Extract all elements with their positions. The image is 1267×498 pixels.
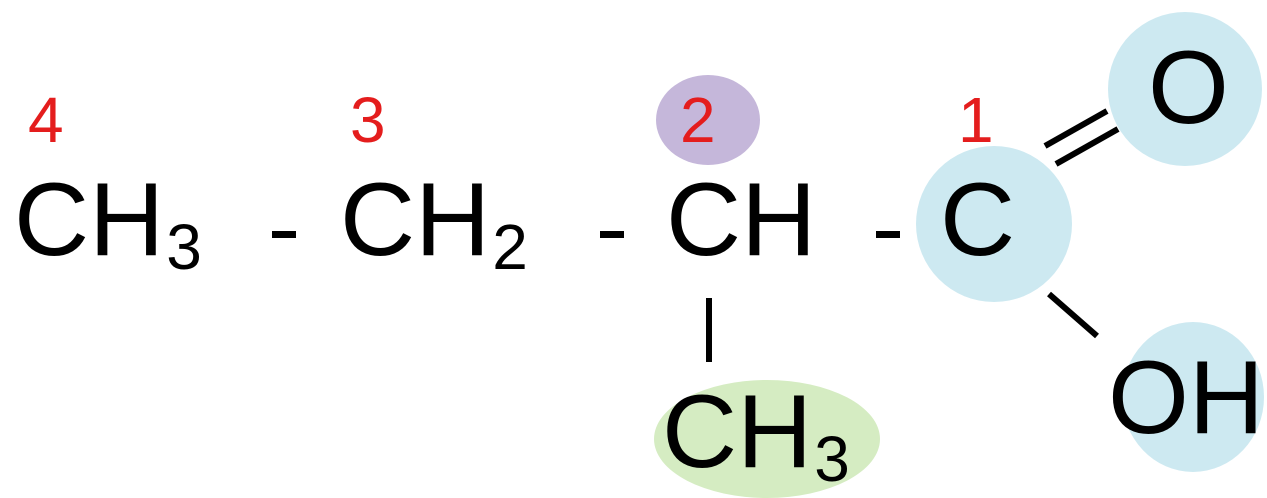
position-number-3: 3 — [350, 84, 386, 156]
group-c3: CH2 — [340, 162, 528, 283]
carbonyl-oxygen: O — [1148, 30, 1229, 146]
double-bond-upper — [1043, 108, 1109, 149]
dash-c3-c2 — [600, 231, 624, 238]
methyl-branch-highlight — [654, 380, 880, 498]
group-c2: CH — [666, 162, 817, 278]
position-number-4: 4 — [28, 84, 64, 156]
position-number-2: 2 — [680, 84, 716, 156]
single-bond-oh — [1047, 291, 1099, 339]
carboxyl-carbon-highlight — [916, 146, 1072, 302]
position-number-1: 1 — [958, 84, 994, 156]
group-c4: CH3 — [14, 162, 202, 283]
dash-c4-c3 — [272, 231, 296, 238]
double-bond-lower — [1054, 126, 1120, 167]
hydroxyl-group: OH — [1108, 340, 1264, 456]
methyl-branch: CH3 — [662, 374, 850, 495]
c2-number-highlight — [656, 75, 760, 165]
hydroxyl-highlight — [1122, 322, 1264, 472]
carbonyl-oxygen-highlight — [1108, 12, 1262, 166]
dash-c2-c1 — [876, 231, 900, 238]
group-c1: C — [940, 162, 1016, 278]
